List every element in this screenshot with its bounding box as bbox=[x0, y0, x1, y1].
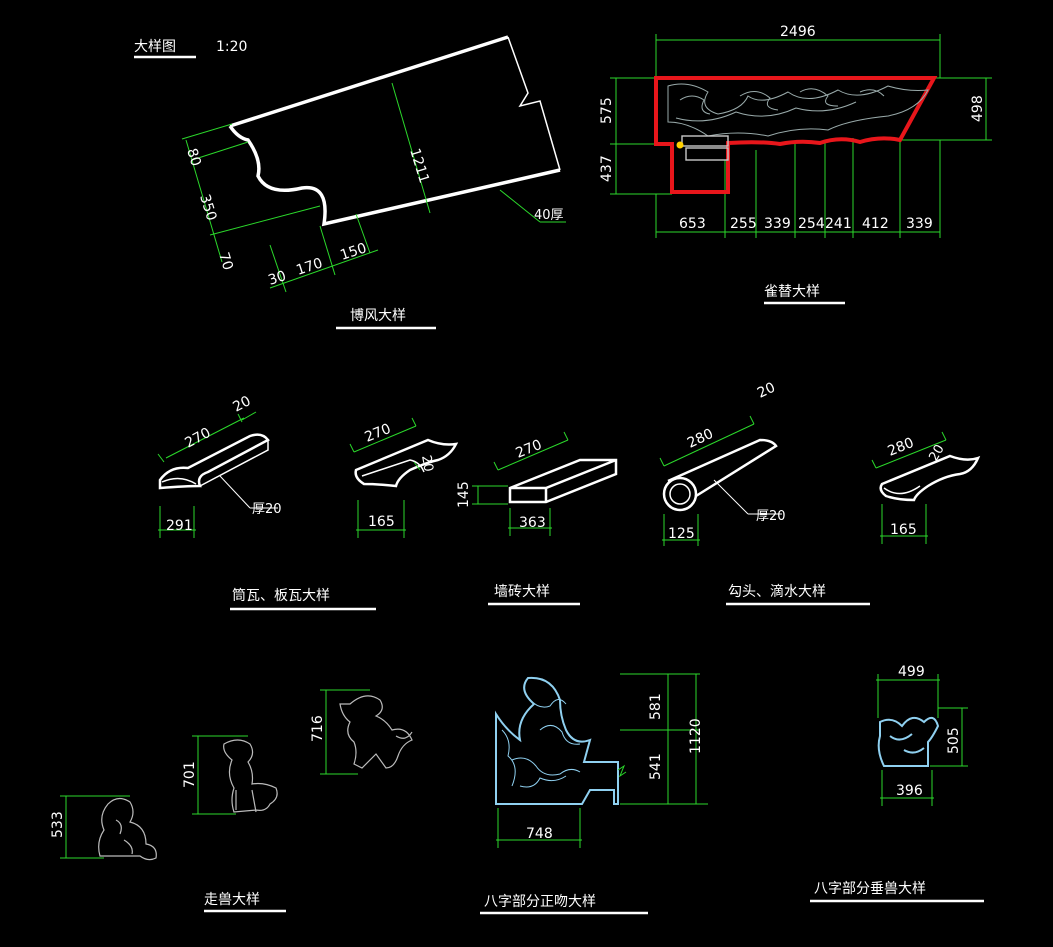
dim-498: 498 bbox=[970, 95, 986, 122]
header: 大样图 1:20 bbox=[134, 39, 247, 59]
dim-bottom-3: 339 bbox=[764, 216, 791, 232]
caption-zoushou: 走兽大样 bbox=[204, 892, 260, 908]
dim-bottom-6: 412 bbox=[862, 216, 889, 232]
dim-80: 80 bbox=[183, 146, 204, 168]
zhengwen-ornament bbox=[495, 676, 619, 805]
dim-zhengwen-bottom: 541 bbox=[648, 753, 664, 780]
caption-queti: 雀替大样 bbox=[764, 284, 820, 300]
queti-detail: 2496 575 437 498 653 255 339 254 241 412… bbox=[599, 24, 992, 305]
dim-1211: 1211 bbox=[406, 146, 432, 185]
dim-chuishou-top: 499 bbox=[898, 664, 925, 680]
dim-chuishou-right: 505 bbox=[946, 727, 962, 754]
tile-tongwa: 270 20 291 厚20 bbox=[157, 393, 282, 538]
dim-ext bbox=[319, 225, 336, 276]
dim-zhengwen-total: 1120 bbox=[688, 718, 704, 754]
dim-zhengwen-top: 581 bbox=[648, 693, 664, 720]
dim-437: 437 bbox=[599, 155, 615, 182]
dim-ext bbox=[209, 205, 321, 236]
dim-t4-width: 125 bbox=[668, 526, 695, 542]
caption-bofeng: 博风大样 bbox=[350, 307, 406, 324]
dim-beast-3: 716 bbox=[310, 715, 326, 742]
tile-goutou: 280 20 125 厚20 bbox=[659, 380, 786, 546]
dim-t5-width: 165 bbox=[890, 522, 917, 538]
beast-2: 701 bbox=[182, 735, 278, 815]
caption-qiangzhuan: 墙砖大样 bbox=[494, 584, 550, 600]
dim-chuishou-bottom: 396 bbox=[896, 783, 923, 799]
dim-t2-width: 165 bbox=[368, 514, 395, 530]
beast-3: 716 bbox=[310, 689, 413, 775]
queti-block bbox=[685, 147, 729, 161]
chuishou-ornament bbox=[877, 716, 940, 767]
dim-bottom-7: 339 bbox=[906, 216, 933, 232]
dim-2496: 2496 bbox=[780, 24, 816, 40]
queti-ornament bbox=[667, 83, 929, 137]
dim-t1-thk: 20 bbox=[230, 393, 253, 415]
note-t1: 厚20 bbox=[252, 502, 282, 517]
tile-qiangzhuan: 270 145 363 bbox=[456, 431, 618, 536]
dim-zhengwen-width: 748 bbox=[526, 826, 553, 842]
dim-t1-width: 291 bbox=[166, 518, 193, 534]
caption-zhengwen: 八字部分正吻大样 bbox=[484, 894, 596, 910]
leader-thick bbox=[499, 189, 541, 223]
dim-t4-thk: 20 bbox=[755, 380, 778, 402]
dim-line bbox=[165, 417, 245, 459]
dim-bottom-2: 255 bbox=[730, 216, 757, 232]
queti-marker bbox=[676, 141, 684, 149]
note-thickness: 40厚 bbox=[534, 208, 564, 223]
zhengwen-detail-lines bbox=[501, 699, 581, 788]
dim-bottom-5: 241 bbox=[825, 216, 852, 232]
caption-goutou: 勾头、滴水大样 bbox=[728, 583, 826, 600]
dim-bottom-1: 653 bbox=[679, 216, 706, 232]
dim-t2-thk: 20 bbox=[418, 454, 436, 473]
dim-575: 575 bbox=[599, 97, 615, 124]
tile-dishui: 280 20 165 bbox=[871, 431, 981, 544]
dim-t4-len: 280 bbox=[685, 426, 716, 452]
dim-t5-len: 280 bbox=[886, 435, 917, 460]
queti-block bbox=[681, 135, 729, 147]
dim-bottom-4: 254 bbox=[798, 216, 825, 232]
beasts-row: 533 701 716 581 541 bbox=[50, 664, 984, 915]
dim-line-bottom bbox=[269, 249, 379, 289]
bofeng-break-line bbox=[507, 36, 561, 171]
dim-line-left bbox=[185, 139, 223, 263]
note-t4: 厚20 bbox=[756, 509, 786, 524]
dim-t3-h: 145 bbox=[456, 481, 472, 508]
bofeng-outline bbox=[228, 35, 561, 227]
tiles-row: 270 20 291 厚20 270 20 165 270 bbox=[157, 380, 981, 611]
dim-beast-2: 701 bbox=[182, 761, 198, 788]
dim-ext bbox=[181, 123, 233, 140]
dim-t1-len: 270 bbox=[182, 425, 213, 452]
drawing-scale: 1:20 bbox=[216, 39, 247, 55]
dim-70: 70 bbox=[215, 250, 236, 272]
dim-ext bbox=[191, 141, 249, 161]
dim-170: 170 bbox=[294, 255, 324, 278]
queti-frame bbox=[654, 76, 938, 194]
dim-t3-width: 363 bbox=[519, 515, 546, 531]
dim-beast-1: 533 bbox=[50, 811, 66, 838]
tile-banwa: 270 20 165 bbox=[349, 417, 459, 538]
drawing-title: 大样图 bbox=[134, 39, 176, 55]
dim-t3-len: 270 bbox=[514, 437, 545, 462]
caption-tongwa: 筒瓦、板瓦大样 bbox=[232, 587, 330, 604]
dim-line-1211 bbox=[391, 82, 431, 214]
bottom-ticks bbox=[655, 138, 941, 238]
chuishou-detail: 499 505 396 bbox=[876, 664, 968, 806]
bofeng-detail: 1211 80 350 70 30 170 150 40厚 博风大样 bbox=[181, 35, 566, 330]
dim-30: 30 bbox=[266, 268, 288, 289]
caption-chuishou: 八字部分垂兽大样 bbox=[814, 881, 926, 897]
dim-150: 150 bbox=[338, 240, 368, 263]
dim-ext bbox=[269, 244, 287, 293]
dim-t5-thk: 20 bbox=[926, 442, 947, 464]
zhengwen-detail: 581 541 1120 748 bbox=[495, 673, 708, 848]
dim-ext bbox=[355, 213, 371, 254]
dim-350: 350 bbox=[196, 192, 219, 222]
beast-1: 533 bbox=[50, 795, 157, 861]
